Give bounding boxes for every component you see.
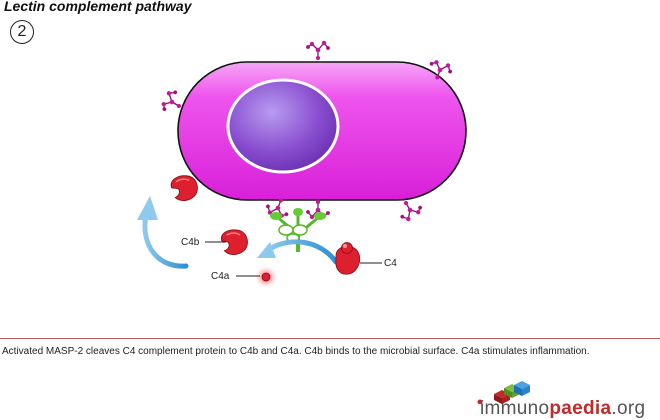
c4a-protein <box>261 272 271 282</box>
caption-text: Activated MASP-2 cleaves C4 complement p… <box>2 346 590 357</box>
cleavage-arrow <box>265 239 339 265</box>
diagram-title: Lectin complement pathway <box>4 0 192 14</box>
cleavage-arrow-head <box>257 242 276 258</box>
step-number-badge: 2 <box>10 20 34 44</box>
arrow-to-surface-head <box>137 196 158 220</box>
caption-divider <box>0 338 660 339</box>
immunopaedia-logo: immunopaedia.org <box>472 380 658 420</box>
microbe-nucleus <box>226 78 340 174</box>
logo-text: immunopaedia.org <box>480 398 645 420</box>
surface-sugar <box>305 40 331 61</box>
logo-text-org: .org <box>611 398 646 419</box>
c4a-label: C4a <box>211 271 230 282</box>
logo-text-immuno: immuno <box>480 398 550 419</box>
pathway-diagram: C4b C4a C4 <box>137 40 467 288</box>
c4-protein <box>335 242 361 275</box>
logo-text-paedia: paedia <box>549 398 612 419</box>
arrow-to-surface <box>142 211 189 269</box>
c4-label: C4 <box>384 258 397 269</box>
c4b-label: C4b <box>181 237 200 248</box>
logo-cubes-icon <box>477 381 530 404</box>
